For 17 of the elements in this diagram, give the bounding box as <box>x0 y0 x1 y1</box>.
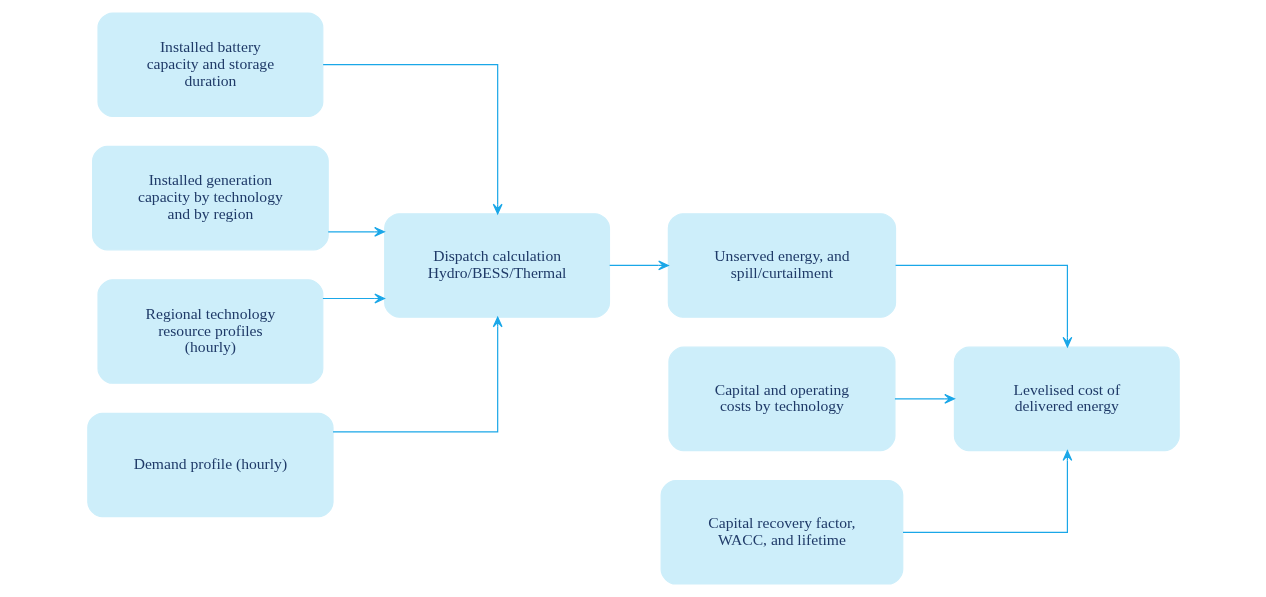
node-box: Dispatch calculation Hydro/BESS/Thermal <box>383 213 610 318</box>
arrow <box>608 260 669 271</box>
node-box: Installed generation capacity by technology and by region <box>91 145 329 251</box>
arrow <box>321 293 385 304</box>
arrow <box>327 226 385 237</box>
node-box: Capital recovery factor, WACC, and lifetime <box>660 480 903 585</box>
node-box: Regional technology resource profiles (hourly) <box>96 279 323 384</box>
arrow <box>901 450 1072 533</box>
arrow <box>331 316 503 433</box>
arrow <box>893 393 955 404</box>
arrow <box>894 264 1072 348</box>
arrow <box>322 64 503 215</box>
node-box: Installed battery capacity and storage duration <box>96 12 323 117</box>
node-box: Unserved energy, and spill/curtailment <box>667 213 896 318</box>
node-box: Capital and operating costs by technology <box>667 346 896 452</box>
node-box: Demand profile (hourly) <box>86 412 334 518</box>
node-box: Levelised cost of delivered energy <box>953 346 1180 452</box>
